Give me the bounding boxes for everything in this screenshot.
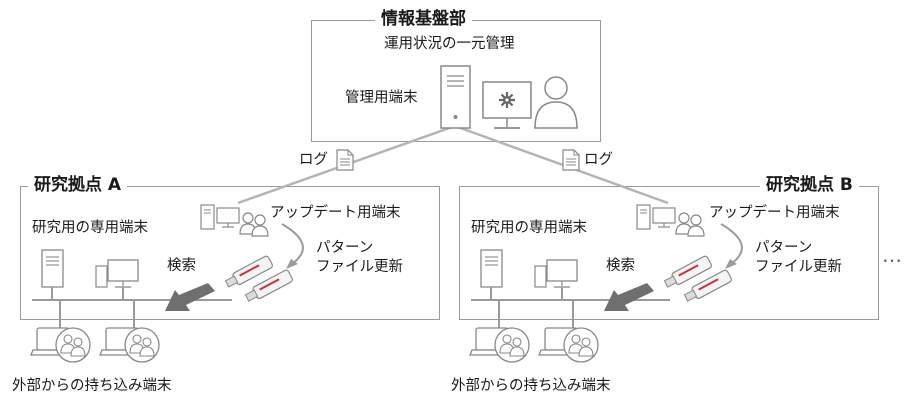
site-a-scan-label: 検索 bbox=[167, 258, 196, 274]
site-a-scan-arrow bbox=[165, 283, 215, 311]
hq-subtitle: 運用状況の一元管理 bbox=[384, 36, 515, 52]
site-b-scan-label: 検索 bbox=[606, 258, 635, 274]
log-label-left: ログ bbox=[299, 152, 328, 168]
hq-admin-person-icon bbox=[534, 76, 578, 129]
site-b-dedicated-pc-icon bbox=[534, 259, 578, 288]
site-b-pattern-update-arrow bbox=[720, 223, 743, 265]
site-b-title: 研究拠点 B bbox=[760, 177, 859, 194]
site-b-external-laptop-icon-1 bbox=[469, 327, 530, 363]
site-b-update-pc-icon bbox=[636, 204, 676, 230]
site-b-pattern-label-2: ファイル更新 bbox=[755, 259, 842, 275]
site-b-pattern-label-1: パターン bbox=[755, 240, 813, 256]
site-a-pattern-label-2: ファイル更新 bbox=[316, 259, 403, 275]
site-a-pattern-update-arrow bbox=[281, 223, 304, 265]
hq-terminal-label: 管理用端末 bbox=[345, 90, 418, 106]
site-b-external-laptop-icon-2 bbox=[538, 327, 599, 363]
hq-title: 情報基盤部 bbox=[375, 11, 472, 28]
site-b-update-user-icon bbox=[675, 212, 705, 237]
hq-monitor-gear-icon bbox=[482, 81, 532, 129]
link-line-b bbox=[454, 124, 669, 205]
site-a-update-label: アップデート用端末 bbox=[270, 205, 401, 221]
log-document-icon-left bbox=[336, 149, 354, 171]
site-a-update-user-icon bbox=[239, 212, 269, 237]
site-a-external-label: 外部からの持ち込み端末 bbox=[12, 378, 172, 394]
hq-server-tower-icon bbox=[440, 65, 471, 129]
site-a-dedicated-tower-icon bbox=[41, 249, 64, 288]
site-a-dedicated-label: 研究用の専用端末 bbox=[32, 220, 148, 236]
site-b-update-label: アップデート用端末 bbox=[709, 205, 840, 221]
log-document-icon-right bbox=[562, 149, 580, 171]
site-a-update-pc-icon bbox=[200, 204, 240, 230]
site-b-external-label: 外部からの持ち込み端末 bbox=[451, 378, 611, 394]
site-a-pattern-label-1: パターン bbox=[316, 240, 374, 256]
log-label-right: ログ bbox=[584, 152, 613, 168]
site-b-dedicated-tower-icon bbox=[480, 249, 503, 288]
site-b-dedicated-label: 研究用の専用端末 bbox=[471, 220, 587, 236]
site-b-scan-arrow bbox=[604, 283, 654, 311]
site-a-dedicated-pc-icon bbox=[95, 259, 139, 288]
more-sites-indicator: … bbox=[882, 243, 902, 267]
site-a-external-laptop-icon-2 bbox=[99, 327, 160, 363]
site-a-title: 研究拠点 A bbox=[28, 177, 128, 194]
site-a-external-laptop-icon-1 bbox=[30, 327, 91, 363]
